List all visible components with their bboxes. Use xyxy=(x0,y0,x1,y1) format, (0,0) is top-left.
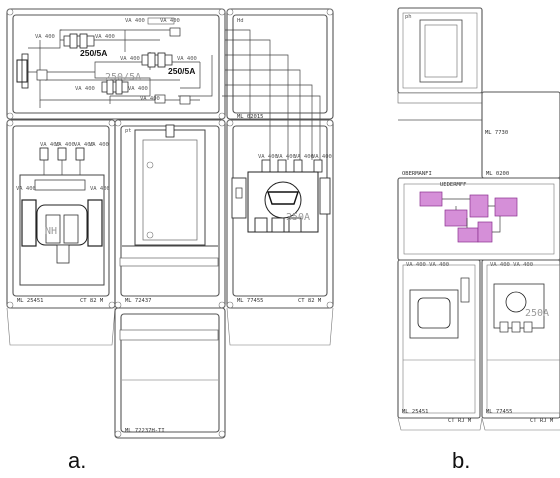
caption-a: a. xyxy=(68,448,87,473)
b-mid-right-label: ML 7730 xyxy=(485,130,508,136)
b-bottom-r2-label: CT RJ M xyxy=(530,418,554,424)
right-top-label: Hd xyxy=(237,18,244,24)
left-enclosure: VA 400 VA 400 VA 400 VA 400 NH VA 400 VA… xyxy=(6,119,116,346)
right-marker: ML 02015 xyxy=(237,114,264,120)
b-mid-mid-label: ML 0200 xyxy=(486,171,509,177)
top-label-3: VA 400 xyxy=(160,18,180,24)
ct-block-3 xyxy=(101,81,129,93)
left-side-label-2: VA 400 xyxy=(90,186,110,192)
b-top-label: ph xyxy=(405,14,412,20)
low-label-l: VA 400 xyxy=(75,86,95,92)
b-fuse-row-l: VA 400 VA 400 xyxy=(406,262,449,268)
pink-component-group xyxy=(419,191,518,243)
marker-lower-center: ML 72237H-TI xyxy=(125,428,165,434)
mid-label-r: VA 400 xyxy=(177,56,197,62)
panel-a: VA 400 VA 400 VA 400 VA 400 VA 400 VA 40… xyxy=(6,8,334,439)
top-label-1: VA 400 xyxy=(35,34,55,40)
left-fuse-label-1: VA 400 xyxy=(40,142,60,148)
marker-right-bottom: ML 77455 xyxy=(237,298,264,304)
right-fuse-label-1: VA 400 xyxy=(258,154,278,160)
marker-right-bottom-r: CT 82 M xyxy=(298,298,322,304)
low-label-r: VA 400 xyxy=(140,96,160,102)
b-bottom-r1-label: CT RJ M xyxy=(448,418,472,424)
right-fuse-label-4: VA 400 xyxy=(312,154,332,160)
fuse-text: NH xyxy=(45,226,57,237)
panel-b: ph ML 7730 OBERMANFI ML 0200 UEDERMFF VA… xyxy=(397,7,560,431)
marker-left-bottom-r: CT 82 M xyxy=(80,298,104,304)
left-fuse-label-3: VA 400 xyxy=(74,142,94,148)
mid-label-l: VA 400 xyxy=(120,56,140,62)
meter-mark: pt xyxy=(125,128,132,134)
right-enclosure: ML 02015 VA 400 VA 400 VA 400 VA 400 250… xyxy=(226,114,334,346)
top-label-4: VA 400 xyxy=(95,34,115,40)
b-bottom-left-label: ML 25451 xyxy=(402,409,429,415)
right-fuse-label-2: VA 400 xyxy=(276,154,296,160)
right-fuse-label-3: VA 400 xyxy=(294,154,314,160)
ct-block-1 xyxy=(63,35,95,47)
left-side-label-1: VA 400 xyxy=(16,186,36,192)
ct-block-2 xyxy=(141,54,173,66)
caption-b: b. xyxy=(452,448,471,473)
b-bottom-mid-label: ML 77455 xyxy=(486,409,513,415)
top-label-2: VA 400 xyxy=(125,18,145,24)
left-fuse-label-4: VA 400 xyxy=(89,142,109,148)
ct-label-1: 250/5A xyxy=(80,48,107,58)
b-mid-left-label: OBERMANFI xyxy=(402,171,432,177)
top-enclosure: VA 400 VA 400 VA 400 VA 400 VA 400 VA 40… xyxy=(6,8,226,120)
right-upper-enclosure: Hd xyxy=(222,8,334,160)
switch-rating-a: 250A xyxy=(286,212,310,223)
switch-rating-b: 250A xyxy=(525,308,549,319)
marker-left-bottom: ML 25451 xyxy=(17,298,44,304)
center-enclosure: pt ML 72437 xyxy=(114,119,226,309)
left-fuse-label-2: VA 400 xyxy=(55,142,75,148)
low-label-m: VA 400 xyxy=(128,86,148,92)
ct-label-3: 250/5A xyxy=(105,72,141,83)
b-fuse-row-r: VA 400 VA 400 xyxy=(490,262,533,268)
marker-center-bottom: ML 72437 xyxy=(125,298,152,304)
lower-center-enclosure: ML 72237H-TI xyxy=(114,307,226,439)
ct-label-2: 250/5A xyxy=(168,66,195,76)
b-pink-top-label: UEDERMFF xyxy=(440,182,467,188)
